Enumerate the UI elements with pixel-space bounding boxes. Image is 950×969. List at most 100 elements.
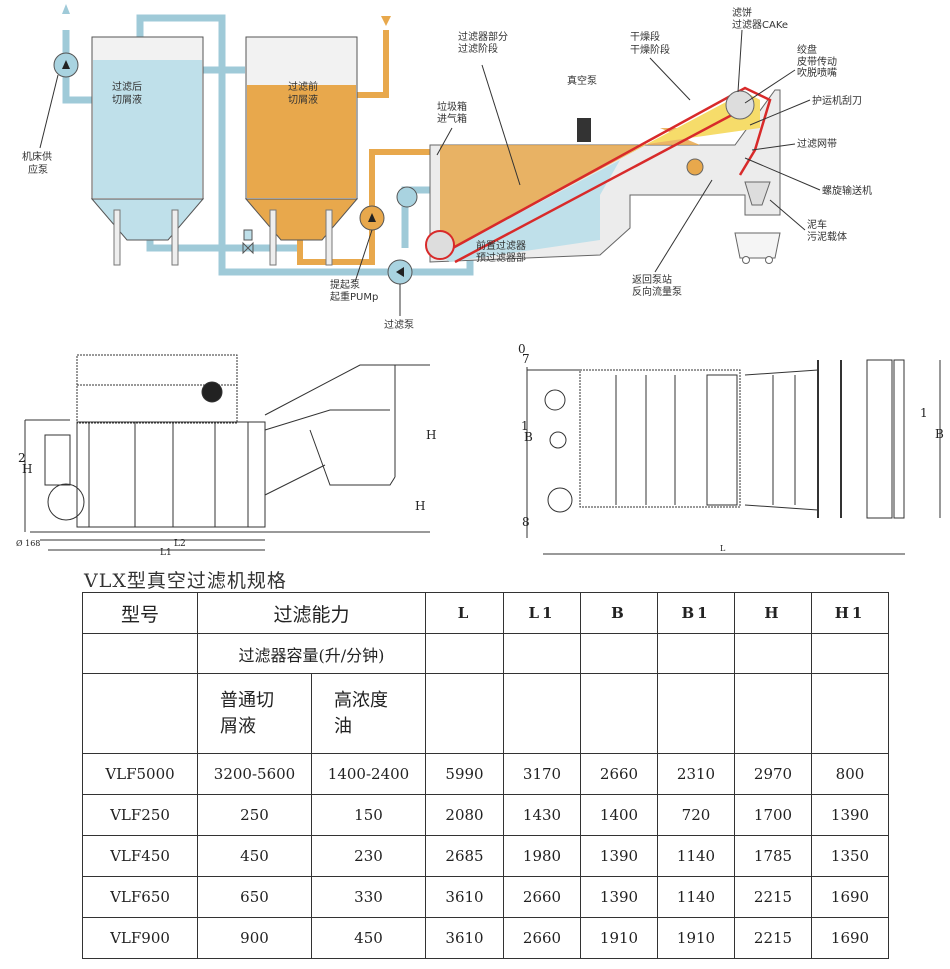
drying-section-label: 干燥段 [630, 30, 660, 43]
winch-label: 皮带传动 [797, 55, 837, 68]
dimension-drawings: H H 2 H Ø 168 L2 L1 0 7 1 B 8 1 B L [16, 342, 944, 558]
dim-b-bottom: 8 [522, 515, 530, 529]
table-unit-row: 过滤器容量(升/分钟) [82, 633, 889, 674]
value-cell: 2660 [580, 753, 658, 795]
prefilter-label: 前置过滤器 [476, 239, 526, 252]
value-cell: 1910 [580, 917, 658, 959]
vacuum-filter-machine [425, 86, 781, 264]
drying-section-label: 干燥阶段 [630, 43, 670, 56]
value-cell: 1785 [734, 835, 812, 877]
filter-pump-label: 过滤泵 [384, 318, 414, 331]
unfiltered-tank [244, 36, 359, 266]
value-cell: 1140 [657, 835, 735, 877]
value-cell: 450 [197, 835, 312, 877]
header-b: B [580, 592, 658, 634]
value-cell: 3610 [425, 876, 504, 918]
sludge-cart-label: 污泥载体 [807, 230, 847, 243]
value-cell: 1140 [657, 876, 735, 918]
unfiltered-tank-label: 过滤前 [288, 80, 318, 93]
machine-supply-pump-label: 应泵 [28, 163, 48, 176]
capacity-type-normal: 普通切屑液 [197, 673, 312, 754]
value-cell: 1700 [734, 794, 812, 836]
dim-h-lower: H [415, 499, 425, 513]
value-cell: 1690 [811, 917, 889, 959]
vacuum-pump-label: 真空泵 [567, 74, 597, 87]
lift-pump-icon [359, 205, 385, 231]
value-cell: 2685 [425, 835, 504, 877]
value-cell: 1390 [580, 835, 658, 877]
value-cell: 3610 [425, 917, 504, 959]
dim-l: L [720, 544, 726, 553]
model-cell: VLF450 [82, 835, 198, 877]
dim-b-right: 1 [920, 406, 928, 420]
table-header-row: 型号 过滤能力 L L1 B B1 H H1 [82, 592, 889, 634]
header-h1: H1 [811, 592, 889, 634]
model-cell: VLF900 [82, 917, 198, 959]
value-cell: 450 [311, 917, 426, 959]
winch-label: 吹脱喷嘴 [797, 66, 837, 79]
dim-h-upper: H [426, 428, 436, 442]
leader-lines [39, 29, 821, 316]
dim-b-top: 7 [522, 352, 530, 366]
dim-h2: 2 [18, 451, 26, 465]
process-flow-diagram: 过滤后 切屑液 过滤前 切屑液 机床供 应泵 提起泵 起重PUMp 过滤泵 垃圾… [22, 4, 872, 331]
return-pump-label: 反向流量泵 [632, 285, 682, 298]
value-cell: 900 [197, 917, 312, 959]
value-cell: 2660 [503, 917, 581, 959]
screw-conveyor-label: 螺旋输送机 [822, 184, 872, 197]
value-cell: 150 [311, 794, 426, 836]
value-cell: 1390 [580, 876, 658, 918]
header-h: H [734, 592, 812, 634]
sludge-cart-label: 泥车 [807, 218, 827, 231]
dim-h2: H [22, 462, 32, 476]
value-cell: 250 [197, 794, 312, 836]
value-cell: 720 [657, 794, 735, 836]
spec-table: 型号 过滤能力 L L1 B B1 H H1 过滤器容量(升/分钟) 普通切屑液… [82, 592, 889, 959]
value-cell: 2215 [734, 876, 812, 918]
side-view-drawing [24, 354, 430, 551]
lift-pump-label: 起重PUMp [330, 290, 378, 303]
valve-icon [242, 229, 254, 255]
value-cell: 1980 [503, 835, 581, 877]
side-pump-icon [396, 186, 418, 208]
value-cell: 1910 [657, 917, 735, 959]
dim-b-top: 0 [518, 342, 526, 356]
dim-b1-left: 1 [521, 419, 529, 433]
spec-title: VLX型真空过滤机规格 [84, 570, 287, 592]
filter-section-label: 过滤阶段 [458, 42, 498, 55]
value-cell: 800 [811, 753, 889, 795]
lift-pump-label: 提起泵 [330, 279, 360, 291]
value-cell: 650 [197, 876, 312, 918]
prefilter-label: 预过滤器部 [476, 251, 526, 264]
dimension-labels: H H 2 H Ø 168 L2 L1 0 7 1 B 8 1 B L [16, 342, 944, 558]
value-cell: 2080 [425, 794, 504, 836]
capacity-unit: 过滤器容量(升/分钟) [197, 633, 426, 674]
model-cell: VLF650 [82, 876, 198, 918]
trash-box-label: 进气箱 [437, 112, 467, 125]
header-b1: B1 [657, 592, 735, 634]
header-capacity: 过滤能力 [197, 592, 426, 634]
dim-b-right: B [935, 427, 944, 441]
value-cell: 1400-2400 [311, 753, 426, 795]
return-pump-label: 返回泵站 [632, 273, 672, 286]
outflow-arrow-icon [62, 4, 70, 14]
header-l: L [425, 592, 504, 634]
filtered-tank [90, 36, 205, 266]
value-cell: 1350 [811, 835, 889, 877]
winch-label: 绞盘 [797, 43, 817, 56]
machine-supply-pump-icon [53, 52, 79, 78]
trash-box-label: 垃圾箱 [437, 100, 467, 113]
value-cell: 1690 [811, 876, 889, 918]
value-cell: 1390 [811, 794, 889, 836]
filter-cake-label: 滤饼 [732, 6, 752, 19]
value-cell: 2215 [734, 917, 812, 959]
header-model: 型号 [82, 592, 198, 634]
value-cell: 230 [311, 835, 426, 877]
top-view-drawing [526, 359, 941, 555]
inflow-arrow-icon [381, 16, 391, 26]
